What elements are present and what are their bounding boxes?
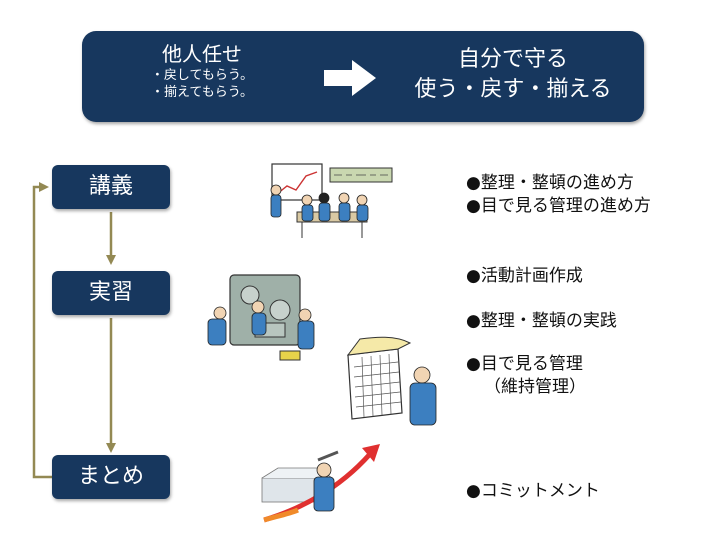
- loop-back-arrow: [32, 182, 52, 479]
- after-heading: 自分で守る: [457, 47, 568, 72]
- practice-note-5s: ●整理・整頓の実践: [466, 311, 617, 331]
- step-practice: 実習: [52, 271, 170, 315]
- after-block: 自分で守る 使う・戻す・揃える: [382, 45, 644, 105]
- note-item: ●整理・整頓の進め方: [466, 173, 634, 193]
- before-heading: 他人任せ: [162, 42, 242, 66]
- concept-banner: 他人任せ ・戻してもらう。 ・揃えてもらう。 自分で守る 使う・戻す・揃える: [82, 31, 644, 122]
- after-actions: 使う・戻す・揃える: [414, 77, 612, 102]
- before-item: ・揃えてもらう。: [151, 85, 253, 100]
- practice-note-visual: ●目で見る管理 （維持管理）: [466, 353, 586, 399]
- before-item: ・戻してもらう。: [150, 68, 254, 83]
- workers-at-machine-illustration: [207, 274, 315, 361]
- note-item: （維持管理）: [484, 377, 586, 397]
- classroom-lecture-illustration: [270, 163, 393, 238]
- worker-growth-arrow-illustration: [261, 444, 380, 523]
- step-summary: まとめ: [52, 455, 170, 499]
- note-item: ●目で見る管理: [466, 354, 583, 374]
- before-block: 他人任せ ・戻してもらう。 ・揃えてもらう。: [82, 41, 322, 101]
- step-lecture: 講義: [52, 165, 170, 209]
- right-arrow-icon: [324, 60, 376, 96]
- lecture-notes: ●整理・整頓の進め方 ●目で見る管理の進め方: [466, 172, 651, 218]
- summary-note: ●コミットメント: [466, 481, 600, 501]
- practice-note-plan: ●活動計画作成: [466, 266, 583, 286]
- note-item: ●目で見る管理の進め方: [466, 196, 651, 216]
- worker-with-calendar-illustration: [346, 336, 437, 426]
